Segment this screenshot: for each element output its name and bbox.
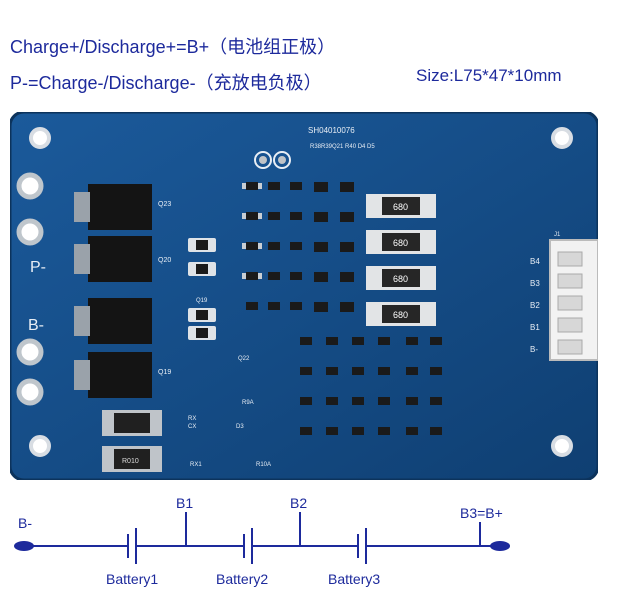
mosfets: [88, 184, 152, 398]
resistor-value: 680: [393, 202, 408, 212]
battery-wiring-diagram: B- B1 B2 B3=B+ Battery1 Battery2 Battery…: [14, 495, 510, 587]
board-size-label: Size:L75*47*10mm: [416, 66, 562, 85]
mounting-hole: [551, 127, 573, 149]
mosfet-label: Q19: [158, 369, 171, 376]
terminal-dot: [490, 541, 510, 551]
power-resistors: [366, 194, 436, 326]
diagram-label-right: B3=B+: [460, 505, 503, 521]
battery1-label: Battery1: [106, 571, 158, 587]
shunt-resistors: [102, 410, 162, 472]
mounting-holes: [29, 127, 573, 457]
terminal-label-b: B-: [28, 317, 44, 334]
battery2-label: Battery2: [216, 571, 268, 587]
silk-label: R10A: [256, 462, 271, 468]
mosfet: [88, 236, 152, 282]
mounting-hole: [29, 435, 51, 457]
silk-label: RX1: [190, 462, 202, 468]
resistor-value: 680: [393, 310, 408, 320]
silk-label: Q19: [196, 298, 208, 304]
terminal-pads: [16, 172, 44, 406]
terminal-pad: [16, 378, 44, 406]
battery3-label: Battery3: [328, 571, 380, 587]
silk-label: D3: [236, 424, 244, 430]
board-substrate: [10, 112, 598, 480]
connector-pin-label: B1: [530, 323, 540, 332]
mounting-hole: [551, 435, 573, 457]
silk-label: CX: [188, 424, 196, 430]
smd-grid: [246, 182, 442, 435]
header-line-positive: Charge+/Discharge+=B+（电池组正极）: [10, 37, 336, 57]
resistor-value: 680: [393, 274, 408, 284]
part-number: SH04010076: [308, 126, 355, 135]
connector-pin-label: B2: [530, 301, 540, 310]
connector-pin-label: B4: [530, 257, 540, 266]
mosfet: [88, 352, 152, 398]
mosfet-label: Q23: [158, 201, 171, 208]
mounting-hole: [29, 127, 51, 149]
connector-pin-label: B-: [530, 345, 538, 354]
terminal-pad: [16, 338, 44, 366]
silk-label: R9A: [242, 400, 254, 406]
shunt-label: R010: [122, 458, 139, 465]
silkscreen-top: R38R39Q21 R40 D4 D5: [310, 144, 375, 150]
pcb-board-image: P- B- Q23 Q20 Q19 R010 SH04: [10, 112, 598, 480]
connector-pin-label: B3: [530, 279, 540, 288]
diagram-label-left: B-: [18, 515, 32, 531]
silk-label: Q22: [238, 356, 250, 362]
silk-label: RX: [188, 416, 196, 422]
terminal-pad: [16, 218, 44, 246]
terminal-pad: [16, 172, 44, 200]
terminal-label-p: P-: [30, 259, 46, 276]
mosfet: [88, 184, 152, 230]
mosfet-label: Q20: [158, 257, 171, 264]
header-line-negative: P-=Charge-/Discharge-（充放电负极）: [10, 73, 322, 93]
terminal-dot: [14, 541, 34, 551]
diagram-label-b2: B2: [290, 495, 307, 511]
connector-id: J1: [554, 232, 561, 238]
resistor-value: 680: [393, 238, 408, 248]
diagram-label-b1: B1: [176, 495, 193, 511]
mosfet: [88, 298, 152, 344]
